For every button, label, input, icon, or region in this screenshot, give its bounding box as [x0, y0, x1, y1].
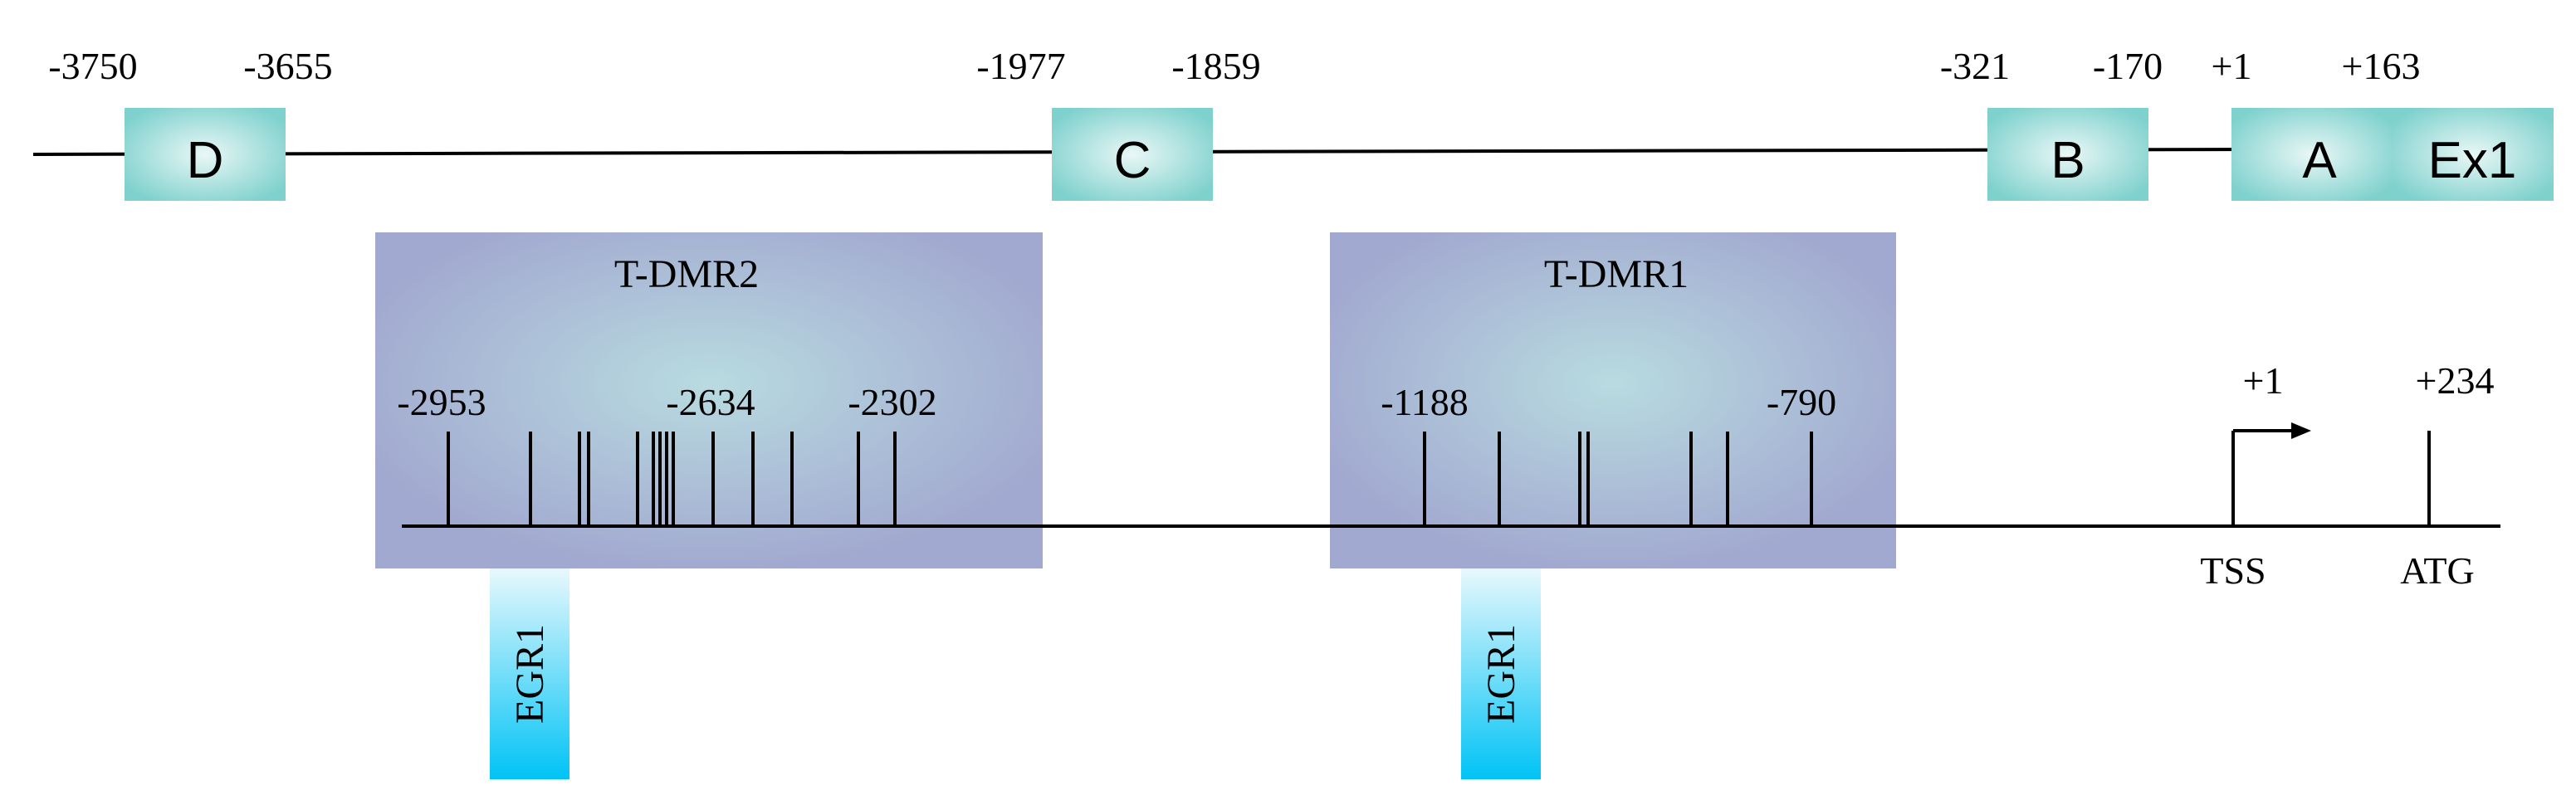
box-a-label: A [2302, 132, 2337, 189]
tdmr2-label-mid: -2634 [666, 381, 755, 423]
egr1-bar-right [1461, 568, 1541, 779]
tdmr2-box [375, 232, 1043, 568]
tss-label: TSS [2200, 549, 2266, 592]
position-b-end: -170 [2093, 45, 2163, 87]
tdmr2-label-right: -2302 [848, 381, 936, 423]
box-ex1 [2393, 108, 2554, 201]
box-b-label: B [2051, 132, 2085, 189]
tdmr1-title: T-DMR1 [1544, 252, 1689, 296]
top-promoter-map: D C B A Ex1 -3750 -3655 -1977 -1859 -321… [32, 45, 2554, 201]
egr1-bar-left [490, 568, 569, 779]
tdmr1-cpg-sites [1423, 432, 1813, 526]
position-c-start: -1977 [976, 45, 1065, 87]
position-a-end: +163 [2342, 45, 2421, 87]
box-ex1-label: Ex1 [2428, 132, 2517, 189]
tdmr2-cpg-sites [447, 432, 897, 526]
atg-label: ATG [2400, 549, 2474, 592]
box-a [2231, 108, 2393, 201]
tdmr2-label-left: -2953 [397, 381, 486, 423]
box-b [1987, 108, 2148, 201]
egr1-label-right: EGR1 [1479, 624, 1523, 724]
position-a-start: +1 [2212, 45, 2252, 87]
tss-position: +1 [2243, 359, 2284, 402]
egr1-label-left: EGR1 [508, 624, 552, 724]
position-d-end: -3655 [243, 45, 332, 87]
tss-atg-markers: +1 TSS +234 ATG [2200, 359, 2494, 592]
box-d-label: D [187, 132, 224, 189]
egr1-sites: EGR1 EGR1 [490, 568, 1541, 779]
position-d-start: -3750 [48, 45, 137, 87]
tdmr1-label-right: -790 [1767, 381, 1836, 423]
atg-position: +234 [2416, 359, 2495, 402]
box-c [1052, 108, 1213, 201]
box-c-label: C [1114, 132, 1151, 189]
position-c-end: -1859 [1171, 45, 1260, 87]
tss-arrow-head-icon [2291, 422, 2311, 439]
tdmr1-label-left: -1188 [1381, 381, 1469, 423]
box-d [125, 108, 286, 201]
position-b-start: -321 [1940, 45, 2010, 87]
tdmr2-title: T-DMR2 [614, 252, 759, 296]
tdmr-map: T-DMR2 T-DMR1 -2953 -2634 -2302 -1188 -7… [375, 232, 2500, 568]
